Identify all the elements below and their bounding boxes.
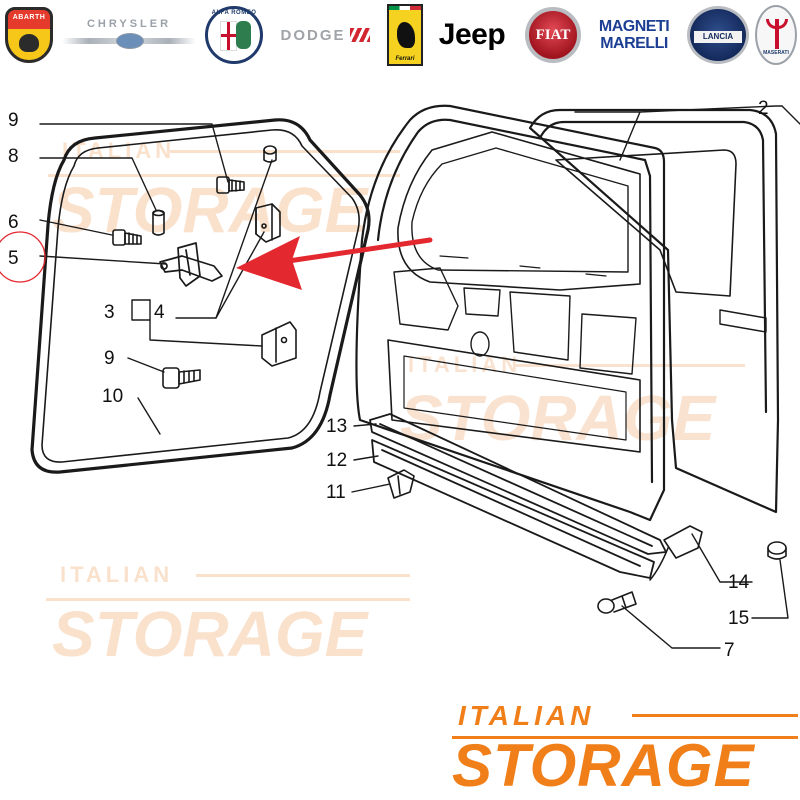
ferrari-logo-text: Ferrari	[395, 56, 415, 62]
fiat-logo-text: FIAT	[535, 26, 571, 43]
footer-logo-rule-bottom	[452, 736, 798, 739]
abarth-logo: ABARTH	[2, 4, 56, 66]
ferrari-logo: Ferrari	[386, 4, 424, 66]
marelli-logo-text: MARELLI	[600, 35, 668, 52]
part-8-sleeve	[152, 209, 165, 236]
callout-2: 2	[758, 98, 769, 119]
highlight-circle-part-5	[0, 231, 46, 283]
watermark-middle-big: STORAGE	[400, 382, 718, 454]
maserati-logo: MASERATI	[754, 4, 798, 66]
highlight-arrow-icon	[236, 236, 433, 290]
watermark-lower-small: ITALIAN	[60, 562, 173, 587]
alfa-romeo-logo-text: ALFA ROMEO	[211, 10, 257, 16]
callout-13: 13	[326, 416, 347, 437]
callout-14: 14	[728, 572, 750, 593]
footer-logo-small-text: ITALIAN	[458, 700, 595, 731]
callout-3: 3	[104, 302, 115, 323]
part-9-upper-bolt	[216, 176, 245, 194]
part-11-clip	[387, 469, 415, 499]
watermark-lower: ITALIAN STORAGE	[46, 562, 410, 670]
callout-8: 8	[8, 146, 19, 167]
fiat-logo: FIAT	[524, 4, 582, 66]
leader-lines	[39, 105, 800, 649]
callout-10: 10	[102, 386, 123, 407]
callout-5: 5	[8, 248, 19, 269]
magneti-logo-text: MAGNETI	[598, 18, 670, 35]
maserati-logo-text: MASERATI	[763, 50, 789, 56]
jeep-logo: Jeep	[428, 4, 516, 66]
part-4-hinge-pin	[255, 145, 281, 243]
part-7-push-clip	[597, 591, 637, 614]
magneti-marelli-logo: MAGNETI MARELLI	[588, 4, 680, 66]
part-2-door-shell	[355, 104, 780, 522]
footer-logo-rule-top	[632, 714, 798, 717]
callout-9-lower: 9	[104, 348, 115, 369]
abarth-logo-text: ABARTH	[12, 14, 46, 21]
part-9-lower-bolt	[162, 367, 201, 389]
watermark-lower-big: STORAGE	[52, 598, 370, 670]
chrysler-logo-text: CHRYSLER	[86, 18, 172, 30]
lancia-logo: LANCIA	[686, 4, 750, 66]
callout-15: 15	[728, 608, 749, 629]
dodge-logo-text: DODGE	[280, 26, 346, 44]
italian-storage-logo: ITALIAN STORAGE	[452, 700, 798, 796]
callout-7: 7	[724, 640, 735, 661]
footer-logo-big-text: STORAGE	[452, 732, 755, 799]
door-parts-diagram: ITALIAN STORAGE ITALIAN STORAGE ITALIAN …	[0, 98, 800, 670]
watermark-upper-big: STORAGE	[52, 174, 370, 246]
callout-12: 12	[326, 450, 347, 471]
part-6-bolt	[112, 229, 142, 246]
jeep-logo-text: Jeep	[438, 18, 506, 51]
chrysler-logo: CHRYSLER	[62, 4, 196, 66]
part-15-plug	[767, 541, 787, 560]
part-5-door-check-strap	[159, 242, 223, 287]
callout-labels: 2 3 4 5 6 7 8 9 9 10 11 12 13 14 15	[8, 98, 769, 661]
dodge-logo: DODGE	[270, 4, 380, 66]
alfa-romeo-logo: ALFA ROMEO	[204, 4, 264, 66]
part-12-sill-moulding	[371, 439, 655, 579]
callout-4: 4	[154, 302, 165, 323]
part-3-lower-hinge	[261, 321, 297, 367]
callout-9-upper: 9	[8, 110, 19, 131]
part-14-bracket	[649, 525, 703, 581]
lancia-logo-text: LANCIA	[702, 32, 734, 41]
callout-6: 6	[8, 212, 19, 233]
watermark-middle: ITALIAN STORAGE	[400, 352, 745, 454]
brand-logo-strip: ABARTH CHRYSLER ALFA ROMEO DODGE Ferrari…	[0, 0, 800, 72]
watermark-middle-small: ITALIAN	[408, 352, 521, 377]
part-10-door-seal	[30, 118, 371, 474]
callout-11: 11	[326, 482, 346, 503]
